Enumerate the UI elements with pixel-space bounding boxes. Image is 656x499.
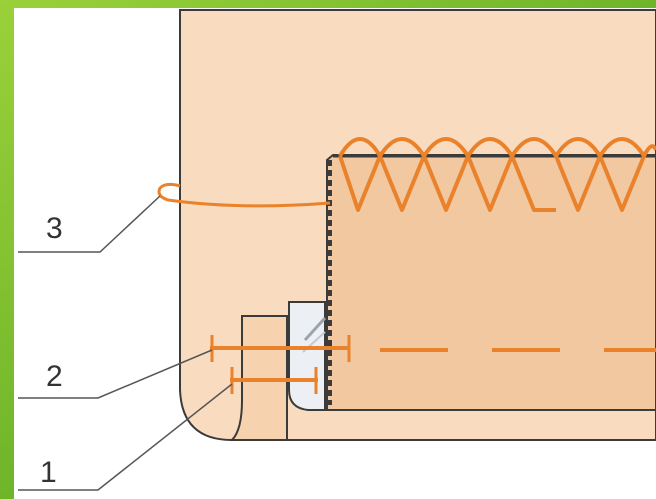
leader-line-2	[18, 349, 213, 399]
leader-line-3	[18, 195, 161, 253]
hem-tube	[288, 301, 326, 411]
label-1: 1	[40, 456, 57, 489]
thread-3	[157, 182, 331, 208]
label-2: 2	[46, 360, 63, 393]
leader-line-1	[18, 383, 233, 491]
inner-fabric-panel	[326, 154, 656, 411]
overlock-stitch	[338, 137, 656, 212]
label-3: 3	[46, 212, 63, 245]
hem-tube-highlight	[303, 316, 327, 342]
